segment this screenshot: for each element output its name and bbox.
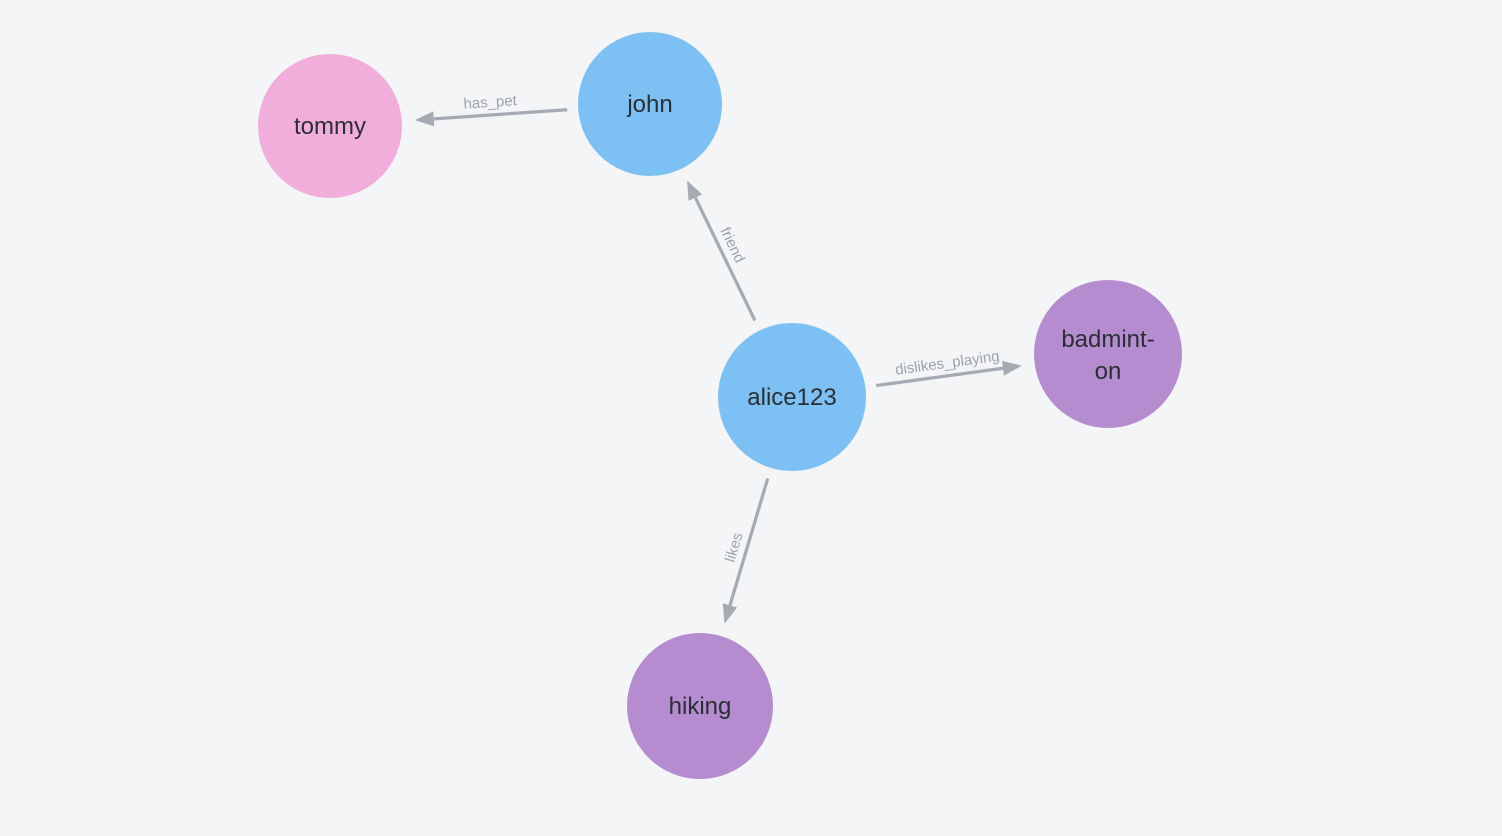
arrowhead-icon <box>1001 360 1022 376</box>
node-circle-alice123[interactable] <box>718 323 866 471</box>
edge-has_pet[interactable]: has_pet <box>414 92 568 127</box>
edge-label: dislikes_playing <box>894 348 1000 379</box>
node-label: alice123 <box>747 384 836 411</box>
node-circle-badminton[interactable] <box>1034 280 1182 428</box>
node-label: badmint-on <box>1061 326 1154 385</box>
node-circle-hiking[interactable] <box>627 633 773 779</box>
node-label: tommy <box>294 113 366 140</box>
node-tommy[interactable]: tommy <box>258 54 402 198</box>
edge-line <box>728 478 770 606</box>
node-circle-tommy[interactable] <box>258 54 402 198</box>
edge-label: friend <box>716 224 748 265</box>
edge-likes[interactable]: likes <box>722 478 770 624</box>
arrowhead-icon <box>722 603 738 624</box>
edge-line <box>693 196 757 322</box>
node-hiking[interactable]: hiking <box>627 633 773 779</box>
edge-line <box>433 108 568 121</box>
node-label: john <box>626 91 672 118</box>
edge-friend[interactable]: friend <box>687 180 757 322</box>
arrowhead-icon <box>414 111 435 127</box>
edge-dislikes_playing[interactable]: dislikes_playing <box>876 348 1022 388</box>
node-label: hiking <box>669 693 732 720</box>
node-john[interactable]: john <box>578 32 722 176</box>
edge-label: has_pet <box>463 92 518 113</box>
node-badminton[interactable]: badmint-on <box>1034 280 1182 428</box>
edge-line <box>876 366 1004 388</box>
node-circle-john[interactable] <box>578 32 722 176</box>
arrowhead-icon <box>687 180 703 201</box>
node-alice123[interactable]: alice123 <box>718 323 866 471</box>
